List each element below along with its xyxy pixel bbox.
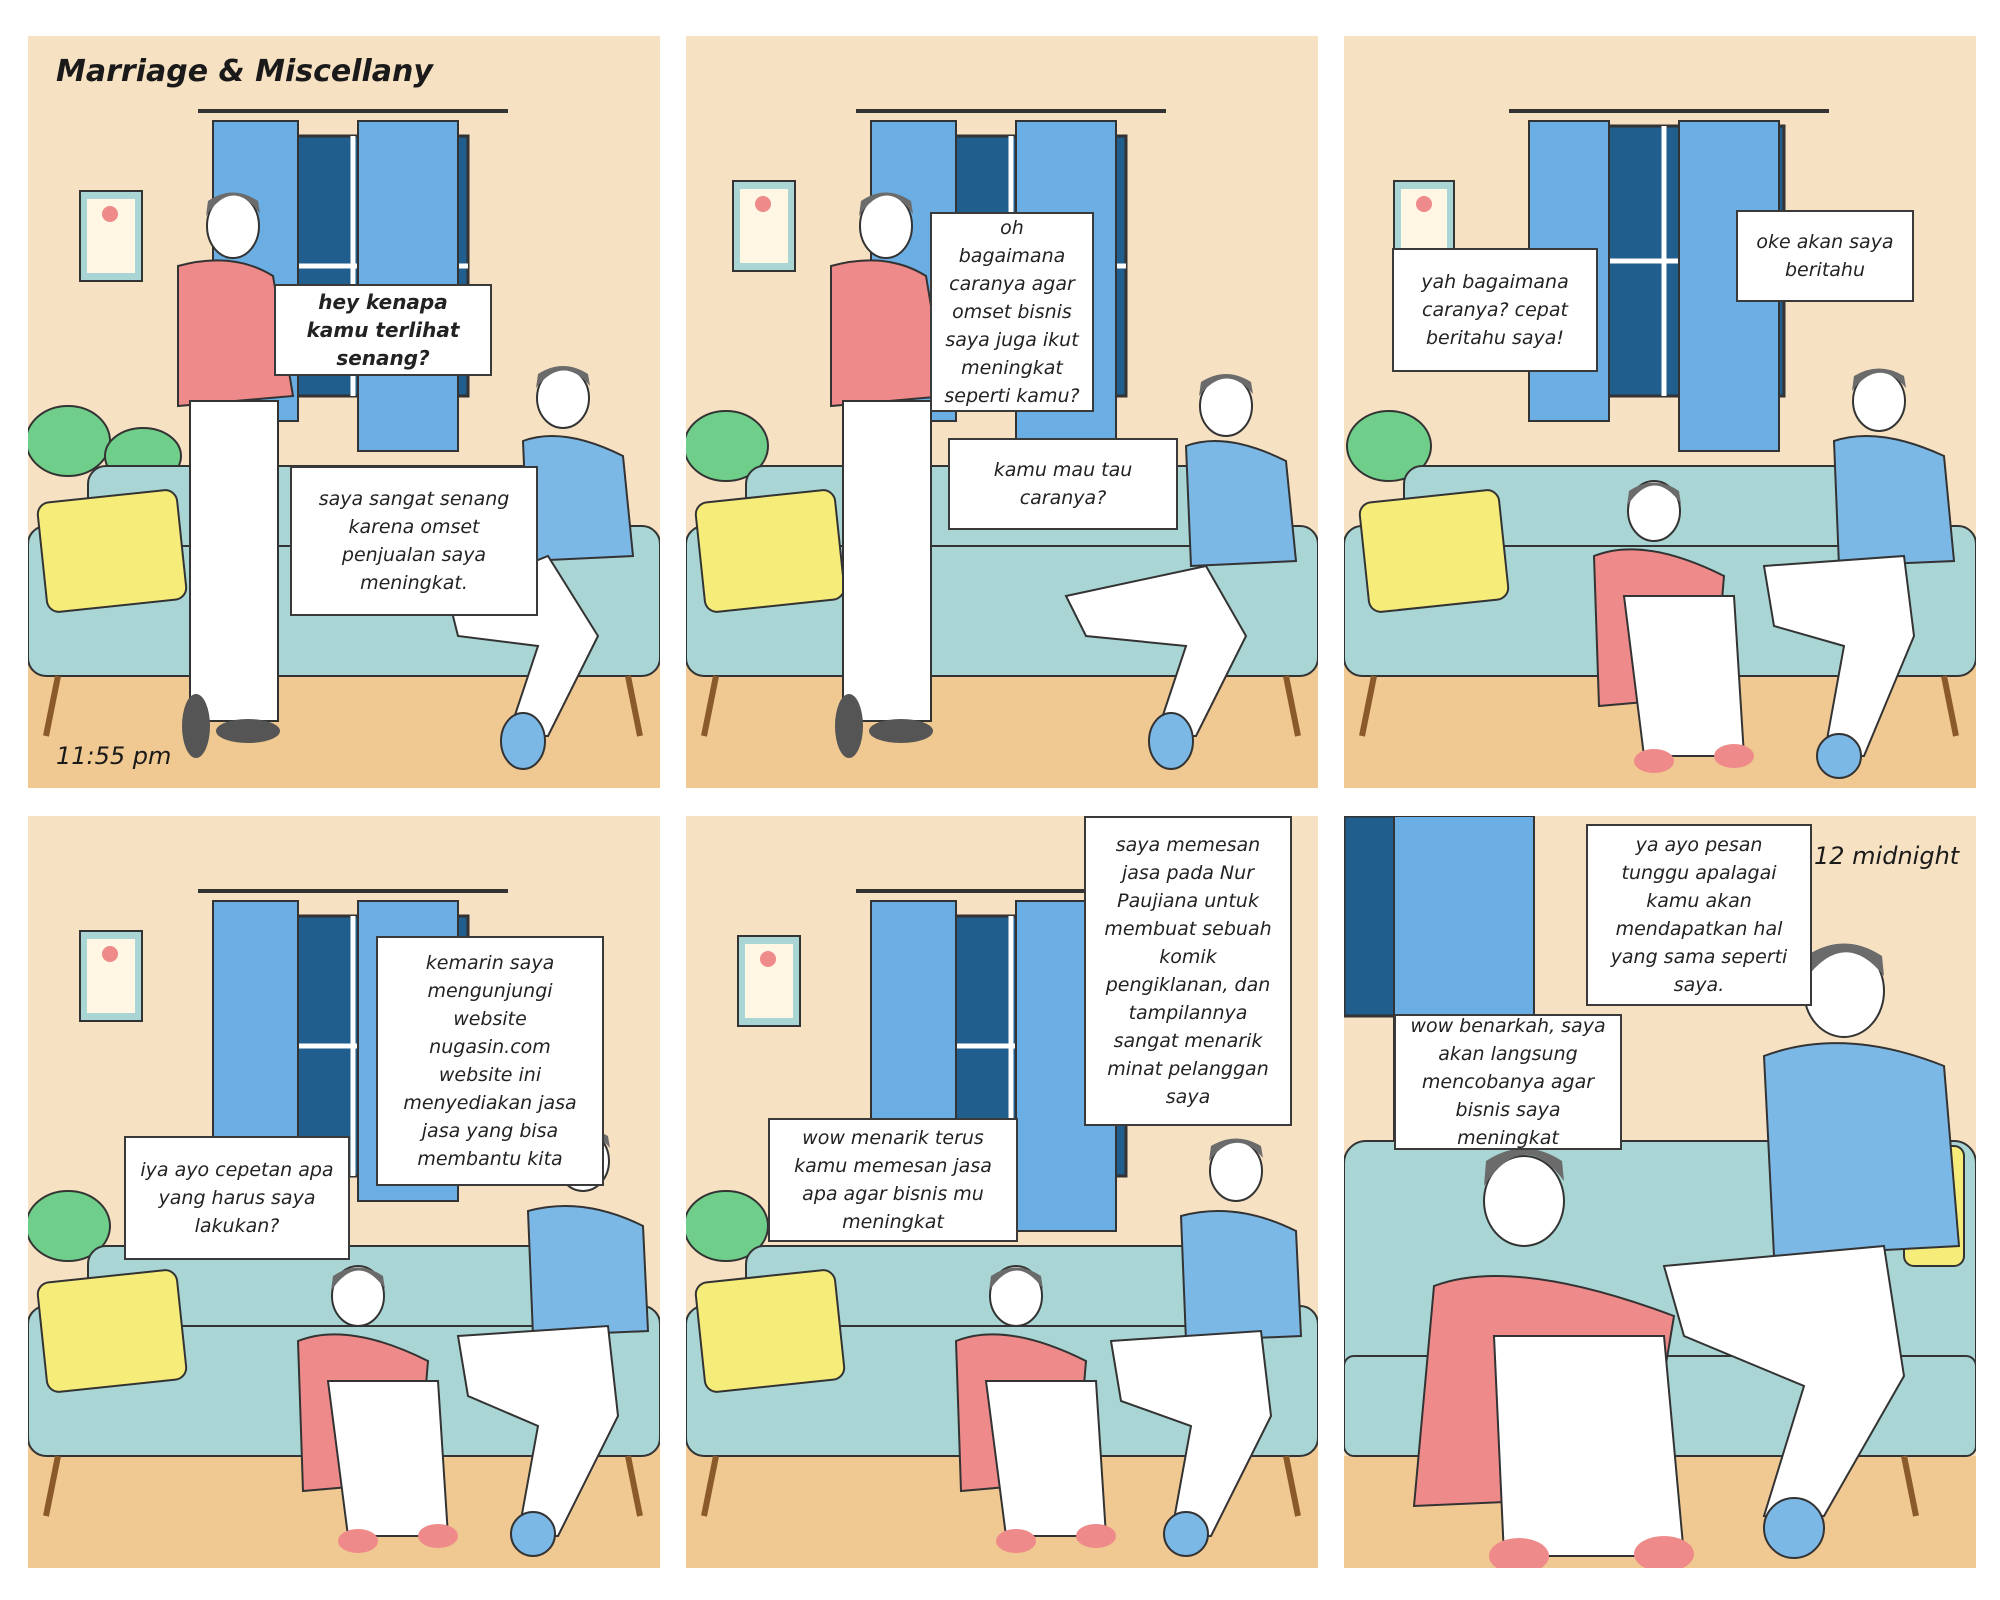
comic-panel-6: 12 midnight ya ayo pesan tunggu apalagai… [1344, 816, 1976, 1568]
speech-bubble: oh bagaimana caranya agar omset bisnis s… [930, 212, 1094, 412]
time-label: 11:55 pm [56, 742, 172, 770]
living-room-scene [686, 109, 1318, 788]
speech-bubble: yah bagaimana caranya? cepat beritahu sa… [1392, 248, 1598, 372]
living-room-scene [28, 109, 660, 788]
speech-bubble: oke akan saya beritahu [1736, 210, 1914, 302]
speech-bubble: iya ayo cepetan apa yang harus saya laku… [124, 1136, 350, 1260]
time-label: 12 midnight [1814, 842, 1960, 870]
speech-bubble: wow benarkah, saya akan langsung mencoba… [1394, 1014, 1622, 1150]
comic-panel-2: oh bagaimana caranya agar omset bisnis s… [686, 36, 1318, 788]
living-room-scene [1344, 109, 1976, 788]
comic-title: Marriage & Miscellany [56, 54, 433, 89]
comic-panel-1: Marriage & Miscellany 11:55 pm hey kenap… [28, 36, 660, 788]
speech-bubble: kamu mau tau caranya? [948, 438, 1178, 530]
comic-panel-5: saya memesan jasa pada Nur Paujiana untu… [686, 816, 1318, 1568]
speech-bubble: kemarin saya mengunjungi website nugasin… [376, 936, 604, 1186]
comic-panel-4: kemarin saya mengunjungi website nugasin… [28, 816, 660, 1568]
comic-panel-3: yah bagaimana caranya? cepat beritahu sa… [1344, 36, 1976, 788]
speech-bubble: ya ayo pesan tunggu apalagai kamu akan m… [1586, 824, 1812, 1006]
speech-bubble: saya sangat senang karena omset penjuala… [290, 466, 538, 616]
speech-bubble: hey kenapa kamu terlihat senang? [274, 284, 492, 376]
speech-bubble: wow menarik terus kamu memesan jasa apa … [768, 1118, 1018, 1242]
speech-bubble: saya memesan jasa pada Nur Paujiana untu… [1084, 816, 1292, 1126]
living-room-scene [1344, 816, 1976, 1568]
